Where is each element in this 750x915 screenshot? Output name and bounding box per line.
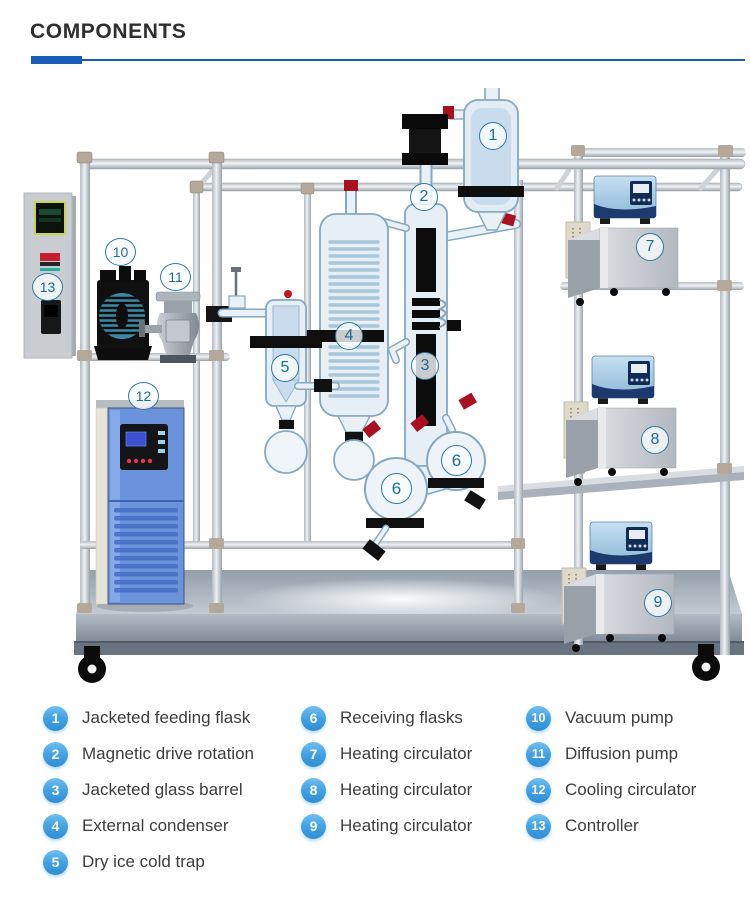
legend-label: Cooling circulator bbox=[565, 780, 697, 799]
title-underline-bar bbox=[31, 56, 82, 64]
legend-item: 8 Heating circulator bbox=[301, 772, 472, 808]
diagram-badge-8: 8 bbox=[641, 426, 669, 454]
legend-label: Heating circulator bbox=[340, 744, 473, 763]
legend-number-badge: 6 bbox=[301, 705, 326, 731]
vacuum-pump bbox=[94, 266, 152, 360]
legend-item: 4 External condenser bbox=[43, 808, 254, 844]
legend-number-badge: 5 bbox=[43, 849, 68, 875]
legend-column-3: 10 Vacuum pump 11 Diffusion pump 12 Cool… bbox=[526, 700, 696, 844]
diagram-badge-2: 2 bbox=[410, 183, 438, 211]
legend-number-badge: 11 bbox=[526, 741, 551, 767]
legend-number-badge: 9 bbox=[301, 813, 326, 839]
legend-number-badge: 12 bbox=[526, 777, 551, 803]
glassware bbox=[206, 88, 524, 561]
caster-wheels bbox=[78, 644, 720, 683]
legend-label: Vacuum pump bbox=[565, 708, 674, 727]
diagram-badge-7: 7 bbox=[636, 233, 664, 261]
legend-item: 13 Controller bbox=[526, 808, 696, 844]
diagram-badge-10: 10 bbox=[105, 238, 136, 266]
legend-number-badge: 7 bbox=[301, 741, 326, 767]
diagram-badge-13: 13 bbox=[32, 273, 63, 301]
diffusion-pump bbox=[139, 291, 201, 363]
legend-label: Dry ice cold trap bbox=[82, 852, 205, 871]
legend-label: External condenser bbox=[82, 816, 229, 835]
legend-number-badge: 3 bbox=[43, 777, 68, 803]
diagram-badge-9: 9 bbox=[644, 589, 672, 617]
legend-label: Jacketed feeding flask bbox=[82, 708, 251, 727]
diagram-badge-6a: 6 bbox=[381, 473, 412, 504]
legend-label: Heating circulator bbox=[340, 780, 473, 799]
legend-label: Receiving flasks bbox=[340, 708, 463, 727]
legend-number-badge: 8 bbox=[301, 777, 326, 803]
diagram-badge-12: 12 bbox=[128, 382, 159, 410]
legend-item: 10 Vacuum pump bbox=[526, 700, 696, 736]
legend-label: Jacketed glass barrel bbox=[82, 780, 243, 799]
legend-item: 12 Cooling circulator bbox=[526, 772, 696, 808]
legend-label: Magnetic drive rotation bbox=[82, 744, 254, 763]
legend-number-badge: 10 bbox=[526, 705, 551, 731]
diagram-badge-1: 1 bbox=[479, 122, 507, 150]
legend-column-2: 6 Receiving flasks 7 Heating circulator … bbox=[301, 700, 472, 844]
legend-item: 1 Jacketed feeding flask bbox=[43, 700, 254, 736]
legend-item: 9 Heating circulator bbox=[301, 808, 472, 844]
legend-number-badge: 2 bbox=[43, 741, 68, 767]
legend-item: 5 Dry ice cold trap bbox=[43, 844, 254, 880]
cooling-circulator bbox=[95, 400, 193, 612]
legend-item: 2 Magnetic drive rotation bbox=[43, 736, 254, 772]
diagram-badge-3: 3 bbox=[411, 352, 439, 380]
legend-label: Diffusion pump bbox=[565, 744, 679, 763]
legend-column-1: 1 Jacketed feeding flask 2 Magnetic driv… bbox=[43, 700, 254, 880]
legend-item: 6 Receiving flasks bbox=[301, 700, 472, 736]
legend-label: Controller bbox=[565, 816, 639, 835]
legend-number-badge: 1 bbox=[43, 705, 68, 731]
page-title: COMPONENTS bbox=[30, 20, 187, 43]
right-rack-frame bbox=[498, 145, 746, 655]
legend-item: 11 Diffusion pump bbox=[526, 736, 696, 772]
diagram-badge-5: 5 bbox=[271, 354, 299, 382]
legend-item: 3 Jacketed glass barrel bbox=[43, 772, 254, 808]
legend-number-badge: 4 bbox=[43, 813, 68, 839]
equipment-illustration bbox=[23, 88, 746, 683]
legend-label: Heating circulator bbox=[340, 816, 473, 835]
title-underline-line bbox=[82, 59, 745, 61]
diagram-badge-6b: 6 bbox=[441, 445, 472, 476]
diagram-badge-11: 11 bbox=[160, 263, 191, 291]
diagram-badge-4: 4 bbox=[335, 322, 363, 350]
legend-item: 7 Heating circulator bbox=[301, 736, 472, 772]
legend-number-badge: 13 bbox=[526, 813, 551, 839]
